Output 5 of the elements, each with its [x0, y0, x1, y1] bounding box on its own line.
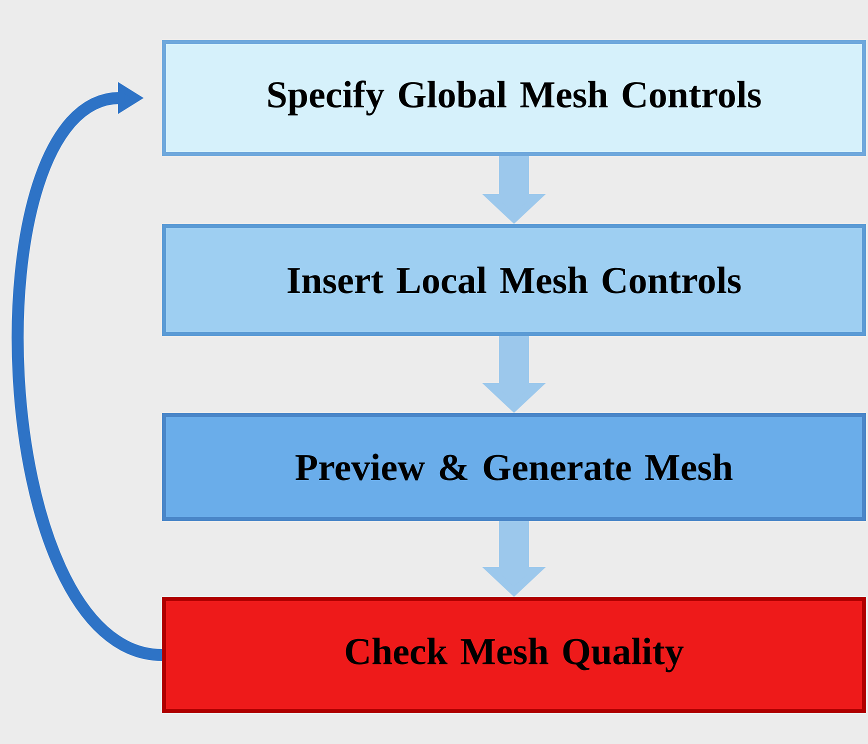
process-box: Specify Global Mesh Controls	[162, 40, 866, 156]
process-box: Insert Local Mesh Controls	[162, 224, 866, 336]
process-box: Check Mesh Quality	[162, 596, 866, 713]
process-box: Preview & Generate Mesh	[162, 412, 866, 521]
return-arrow	[12, 82, 164, 661]
